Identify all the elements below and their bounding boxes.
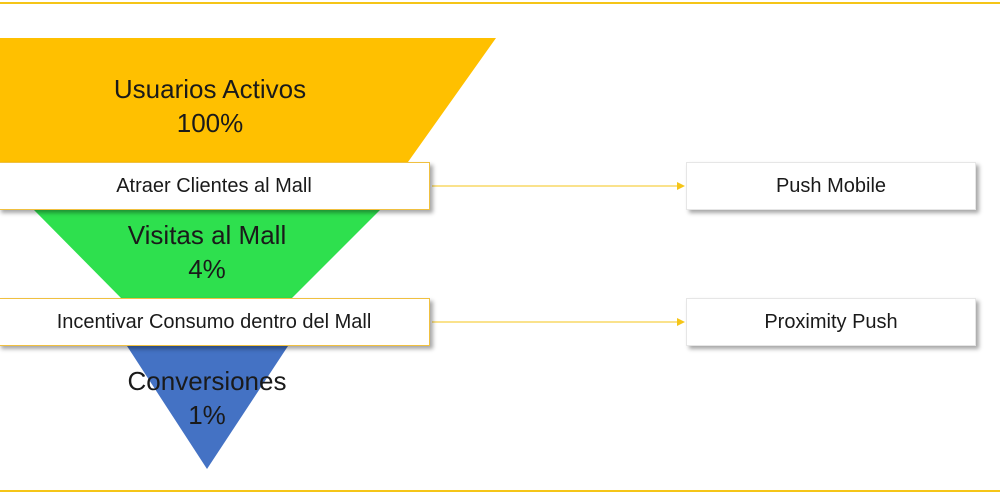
stage-value: 100%: [176, 108, 244, 138]
stage-value: 1%: [188, 400, 226, 430]
transition-label-1: Atraer Clientes al Mall: [0, 162, 430, 210]
stage-value: 4%: [188, 254, 226, 284]
stage-name: Visitas al Mall: [127, 220, 287, 250]
funnel-stage-visitas-al-mall: [34, 210, 380, 298]
action-box-1: Push Mobile: [686, 162, 976, 210]
transition-label-2: Incentivar Consumo dentro del Mall: [0, 298, 430, 346]
funnel-stage-usuarios-activos: [0, 38, 496, 162]
stage-text-2: Visitas al Mall 4%: [57, 218, 357, 286]
stage-name: Usuarios Activos: [113, 74, 307, 104]
action-box-2: Proximity Push: [686, 298, 976, 346]
funnel-stage-conversiones: [127, 346, 288, 469]
stage-text-1: Usuarios Activos 100%: [60, 72, 360, 140]
stage-text-3: Conversiones 1%: [57, 364, 357, 432]
stage-name: Conversiones: [127, 366, 287, 396]
